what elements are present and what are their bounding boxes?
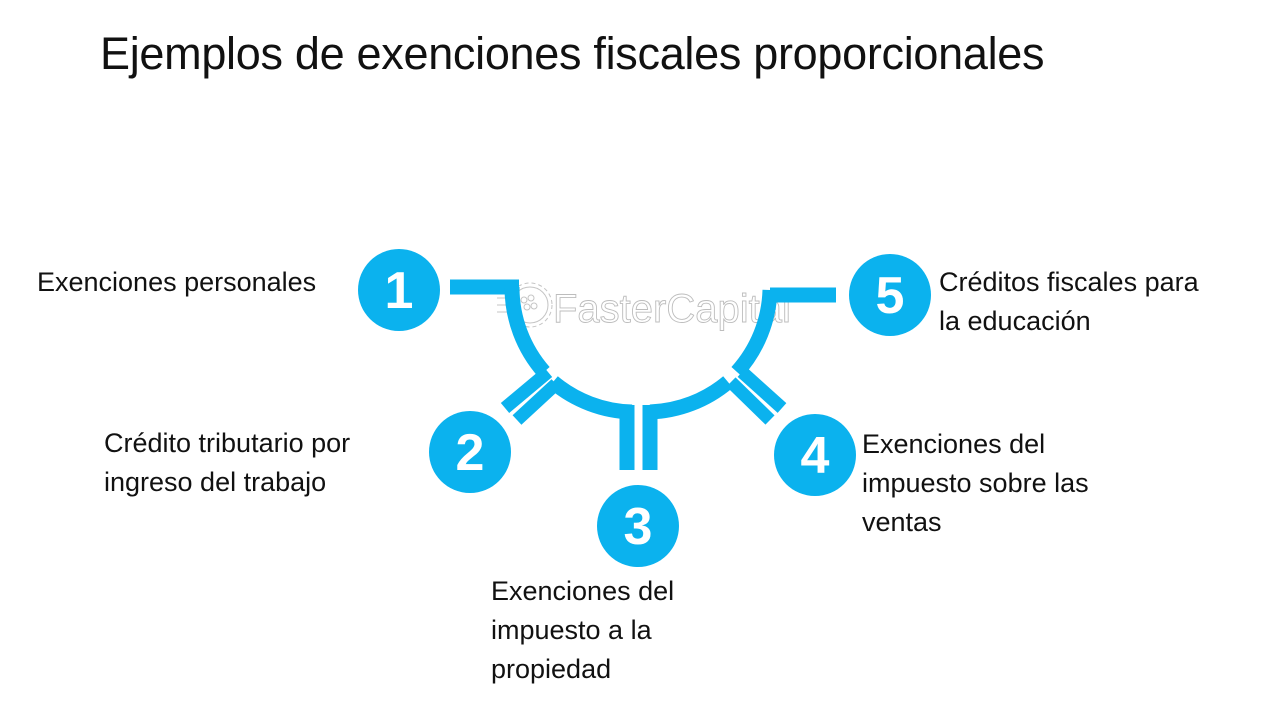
step-number-5: 5 [876,267,905,325]
connector-4 [726,367,787,425]
connector-arc [450,279,836,420]
step-label-2-line-2: ingreso del trabajo [104,467,327,497]
step-number-4: 4 [801,427,830,485]
step-label-1: Exenciones personales [37,263,316,302]
step-label-4: Exenciones del impuesto sobre las ventas [862,425,1089,542]
step-number-3: 3 [624,498,653,556]
step-label-1-line-1: Exenciones personales [37,267,317,297]
connector-3 [619,405,658,470]
step-circle-4: 4 [774,414,856,496]
step-number-1: 1 [385,262,414,320]
connector-2 [500,367,561,425]
step-label-3-line-1: Exenciones del [491,576,675,606]
step-label-4-line-2: impuesto sobre las [862,468,1089,498]
watermark-text: FasterCapital [553,287,791,331]
step-label-2: Crédito tributario por ingreso del traba… [104,424,350,502]
page-title: Ejemplos de exenciones fiscales proporci… [100,28,1045,79]
step-label-3: Exenciones del impuesto a la propiedad [491,572,674,689]
step-number-2: 2 [456,424,485,482]
watermark-logo: FasterCapital [497,282,791,331]
step-label-4-line-1: Exenciones del [862,429,1046,459]
step-label-2-line-1: Crédito tributario por [104,428,351,458]
step-circle-5: 5 [849,254,931,336]
step-circle-3: 3 [597,485,679,567]
step-label-4-line-3: ventas [862,507,942,537]
step-label-3-line-2: impuesto a la [491,615,652,645]
step-circle-1: 1 [358,249,440,331]
step-label-5-line-1: Créditos fiscales para [939,267,1199,297]
step-circle-2: 2 [429,411,511,493]
step-label-3-line-3: propiedad [491,654,612,684]
step-label-5: Créditos fiscales para la educación [939,263,1199,341]
step-label-5-line-2: la educación [939,306,1091,336]
